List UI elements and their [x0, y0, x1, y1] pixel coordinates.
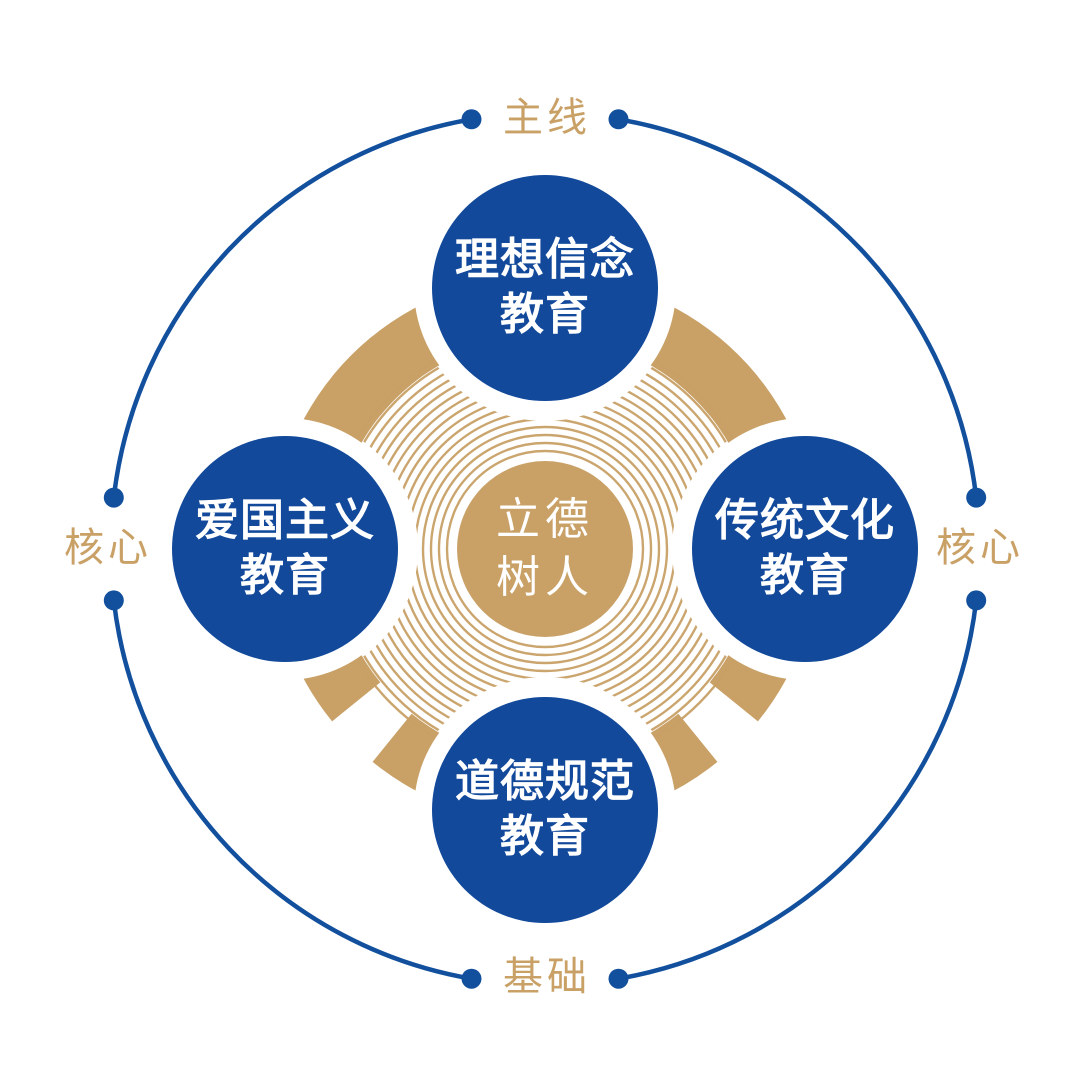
arc-dot-bottom-right	[608, 968, 629, 989]
arc-dot-bottom-left	[461, 968, 482, 989]
ring-label-bottom: 基础	[503, 955, 591, 999]
arc-dot-top-left	[461, 109, 482, 130]
arc-dot-left-bottom	[103, 590, 124, 611]
ring-label-top: 主线	[503, 96, 591, 140]
gold-ring-6	[405, 409, 685, 689]
outer-arc-bottom-left	[111, 598, 474, 981]
node-circle-left	[172, 436, 398, 662]
ring-label-left: 核心	[64, 526, 152, 570]
gold-ring-4	[421, 425, 669, 673]
arc-dot-top-right	[608, 109, 629, 130]
outer-arc-bottom-right	[616, 598, 979, 981]
gold-ring-2	[437, 441, 653, 657]
outer-arc-top-left	[111, 117, 474, 500]
arc-dot-right-top	[966, 487, 987, 508]
outer-arc-top-right	[616, 117, 979, 500]
node-circle-bottom	[432, 697, 658, 923]
gold-ring-5	[413, 417, 677, 681]
outer-blue-arc-group	[111, 117, 979, 981]
node-circle-top	[432, 175, 658, 401]
ring-label-right: 核心	[936, 526, 1024, 570]
node-circle-group	[172, 175, 918, 923]
node-circle-right	[692, 436, 918, 662]
gold-ring-1	[445, 449, 645, 649]
center-hub-circle	[457, 461, 633, 637]
arc-dot-right-bottom	[966, 590, 987, 611]
gold-ring-7	[397, 401, 693, 697]
arc-dot-left-top	[103, 487, 124, 508]
gold-ring-3	[429, 433, 661, 665]
outer-arc-endpoint-dots	[103, 109, 987, 989]
